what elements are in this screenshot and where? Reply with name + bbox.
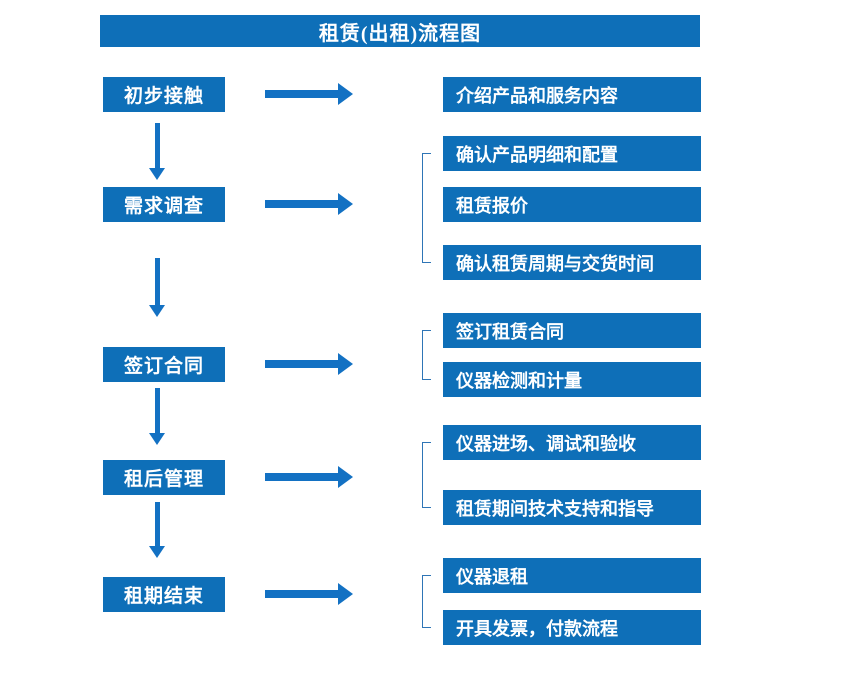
- right-arrow-icon: [265, 466, 353, 488]
- detail-box-instrument-return: 仪器退租: [443, 558, 701, 593]
- flowchart-title: 租赁(出租)流程图: [100, 15, 700, 47]
- bracket-group-post-rental: [422, 442, 431, 508]
- detail-box-tech-support: 租赁期间技术支持和指导: [443, 490, 701, 525]
- step-box-initial-contact: 初步接触: [103, 77, 225, 112]
- bracket-group-sign-contract: [422, 330, 431, 380]
- step-box-post-rental: 租后管理: [103, 460, 225, 495]
- detail-box-confirm-config: 确认产品明细和配置: [443, 136, 701, 171]
- right-arrow-icon: [265, 583, 353, 605]
- bracket-group-demand-survey: [422, 153, 431, 263]
- detail-box-intro-products: 介绍产品和服务内容: [443, 77, 701, 112]
- detail-box-rental-quote: 租赁报价: [443, 187, 701, 222]
- bracket-group-rental-end: [422, 575, 431, 628]
- detail-box-invoice-payment: 开具发票，付款流程: [443, 610, 701, 645]
- down-arrow-icon: [149, 502, 165, 558]
- step-box-demand-survey: 需求调查: [103, 187, 225, 222]
- right-arrow-icon: [265, 83, 353, 105]
- right-arrow-icon: [265, 193, 353, 215]
- detail-box-confirm-period: 确认租赁周期与交货时间: [443, 245, 701, 280]
- detail-box-instrument-setup: 仪器进场、调试和验收: [443, 425, 701, 460]
- down-arrow-icon: [149, 258, 165, 317]
- right-arrow-icon: [265, 353, 353, 375]
- down-arrow-icon: [149, 123, 165, 180]
- down-arrow-icon: [149, 388, 165, 445]
- step-box-sign-contract: 签订合同: [103, 347, 225, 382]
- detail-box-instrument-testing: 仪器检测和计量: [443, 362, 701, 397]
- step-box-rental-end: 租期结束: [103, 577, 225, 612]
- detail-box-sign-rental-contract: 签订租赁合同: [443, 313, 701, 348]
